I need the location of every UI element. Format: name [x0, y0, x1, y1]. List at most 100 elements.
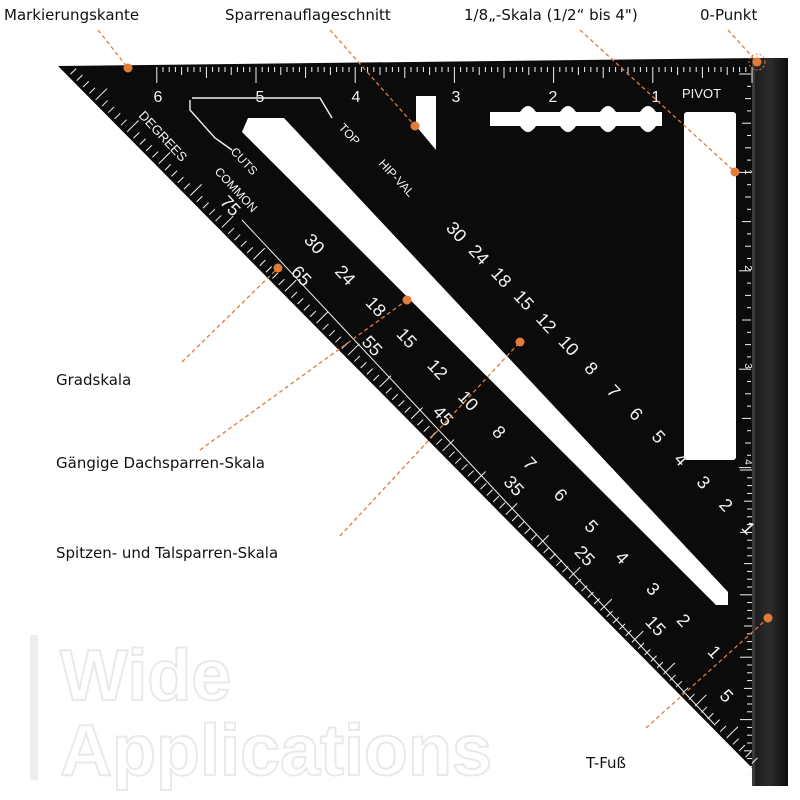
inch-number: 2 [742, 265, 753, 271]
inch-number: 1 [742, 169, 753, 175]
ruler-tick [189, 183, 203, 196]
ruler-tick [644, 649, 651, 656]
ruler-tick [713, 719, 721, 726]
t-foot-ticks [740, 469, 752, 775]
rafter-seat-cut-label: Sparrenauflageschnitt [225, 6, 391, 24]
ruler-tick [107, 106, 115, 113]
ruler-tick [499, 502, 506, 509]
eighth-scale-label: 1/8„-Skala (1/2“ bis 4") [464, 6, 638, 24]
ruler-tick [524, 527, 531, 535]
side-slot [684, 112, 736, 460]
seat-cut-notch [416, 96, 436, 150]
zero-point-ring [748, 53, 766, 71]
ruler-tick [467, 470, 474, 477]
ruler-tick [208, 208, 216, 216]
ruler-tick [593, 597, 601, 605]
ruler-tick [227, 227, 235, 235]
ruler-tick [309, 310, 317, 318]
marking-edge-ticks [156, 67, 753, 83]
marking-edge-label: Markierungskante [4, 6, 139, 24]
ruler-tick [600, 598, 613, 611]
ruler-tick [568, 566, 581, 579]
ruler-tick [354, 355, 361, 362]
ruler-tick [410, 407, 423, 420]
ruler-tick [145, 144, 153, 152]
watermark-line-1: Wide [60, 636, 231, 716]
ruler-tick [196, 195, 203, 203]
inch-number: 6 [154, 89, 163, 106]
t-foot-dot [763, 613, 773, 623]
seat-cut-dot [410, 121, 420, 131]
ruler-tick [574, 578, 582, 586]
ruler-tick [70, 68, 77, 75]
ruler-tick [473, 471, 486, 484]
inch-number: 3 [742, 363, 753, 369]
ruler-tick [612, 617, 620, 624]
watermark: Wide Applications [30, 635, 493, 792]
ruler-tick [316, 311, 329, 324]
zero-point-dot [752, 57, 762, 67]
ruler-tick [366, 368, 374, 375]
ruler-tick [398, 400, 405, 407]
ruler-tick [391, 393, 399, 401]
ruler-tick [89, 87, 96, 94]
common-rafter-scale-label: Gängige Dachsparren-Skala [56, 454, 265, 472]
watermark-line-2: Applications [60, 711, 492, 791]
ruler-tick [423, 425, 430, 433]
ruler-tick [618, 623, 626, 630]
ruler-tick [650, 655, 657, 662]
ruler-tick [454, 457, 462, 464]
ruler-tick [637, 642, 645, 649]
ruler-tick [126, 120, 139, 133]
ruler-tick [328, 329, 336, 337]
ruler-tick [492, 495, 500, 503]
ruler-tick [549, 553, 556, 560]
callout-labels: Markierungskante Sparrenauflageschnitt 1… [4, 6, 757, 772]
degree-scale-ticks [70, 68, 758, 764]
inch-number: 2 [549, 89, 558, 106]
ruler-tick [297, 298, 304, 305]
ruler-tick [95, 88, 108, 101]
ruler-tick [322, 323, 329, 330]
eighth-scale-dot [730, 167, 740, 177]
hip-valley-scale-label: Spitzen- und Talsparren-Skala [56, 544, 278, 562]
hand-grip-slot [490, 106, 662, 132]
ruler-tick [290, 291, 298, 298]
hip-valley-dot [515, 337, 525, 347]
ruler-tick [688, 693, 695, 701]
ruler-tick [511, 515, 519, 522]
ruler-tick [372, 374, 380, 381]
ruler-tick [543, 546, 550, 554]
callout-dots [123, 53, 773, 623]
ruler-tick [139, 138, 146, 145]
ruler-tick [183, 183, 191, 190]
ruler-tick [442, 439, 455, 452]
ruler-tick [745, 751, 752, 758]
inner-slot [242, 118, 728, 605]
ruler-tick [682, 687, 689, 694]
ruler-tick [587, 591, 594, 598]
callout-leaders [97, 29, 769, 729]
inch-number: 4 [742, 459, 753, 465]
degree-scale-label: Gradskala [56, 371, 131, 389]
ruler-tick [82, 81, 90, 88]
ruler-tick [562, 566, 569, 573]
ruler-tick [417, 419, 424, 426]
zero-point-label: 0-Punkt [700, 6, 757, 24]
ruler-tick [536, 534, 550, 547]
ruler-tick [385, 387, 392, 394]
ruler-tick [606, 610, 613, 618]
inch-number: 5 [256, 89, 265, 106]
ruler-tick [555, 559, 563, 567]
ruler-tick [530, 534, 538, 541]
ruler-tick [133, 132, 140, 139]
inch-number: 3 [452, 89, 461, 106]
ruler-tick [625, 629, 632, 637]
ruler-tick [265, 266, 273, 273]
degree-scale-dot [273, 263, 283, 273]
ruler-tick [486, 489, 493, 496]
inch-numbers-top: 6 5 4 3 2 1 PIVOT [154, 86, 722, 106]
ruler-tick [448, 451, 456, 458]
ruler-tick [234, 234, 241, 241]
